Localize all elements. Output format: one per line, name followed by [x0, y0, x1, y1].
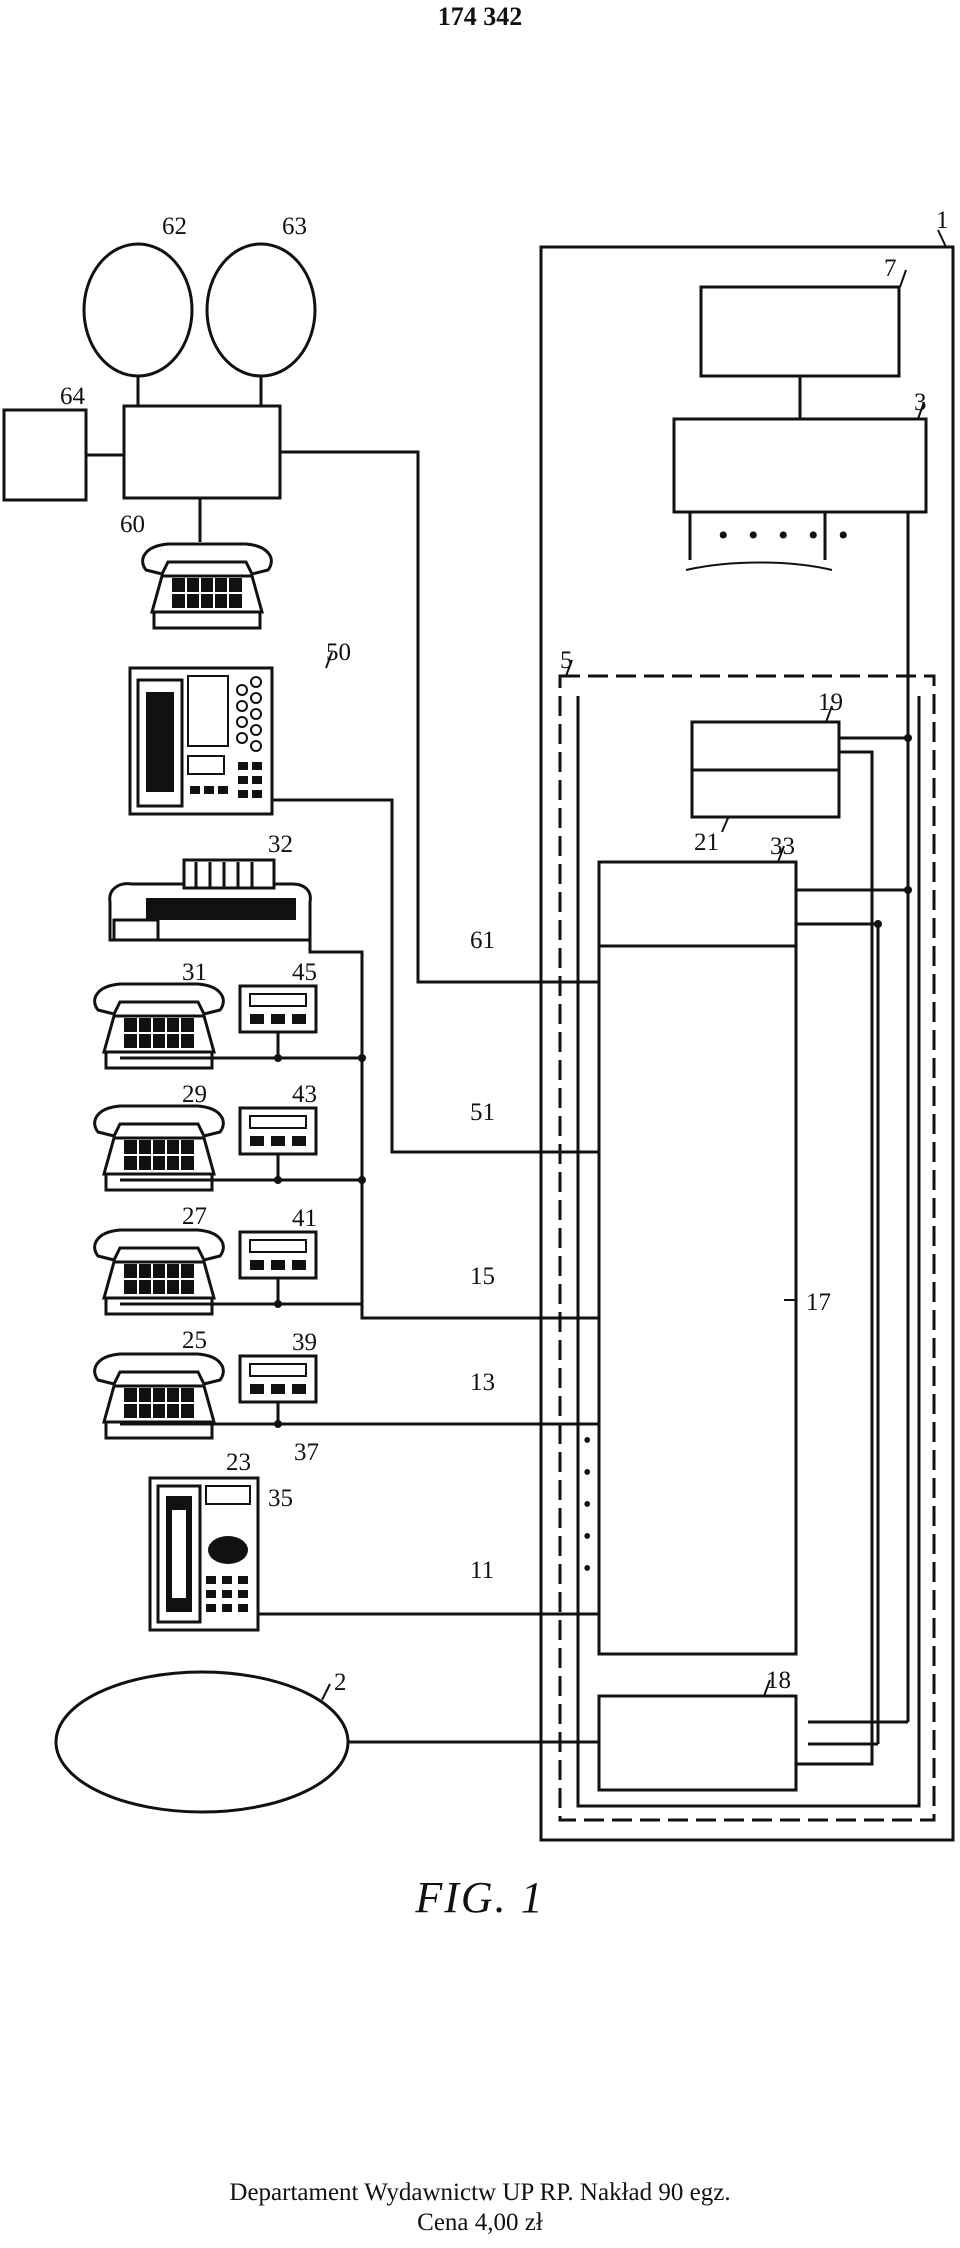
block-3: [672, 417, 928, 514]
display-39-icon: [238, 1354, 318, 1404]
line-61: [280, 450, 599, 984]
label-17: 17: [806, 1289, 831, 1316]
label-23: 23: [226, 1449, 251, 1476]
footer-price: Cena 4,00 zł: [417, 2209, 543, 2236]
label-5: 5: [560, 647, 573, 674]
block-21: [690, 768, 841, 819]
label-1: 1: [936, 207, 949, 234]
label-62: 62: [162, 213, 187, 240]
page-number: 174 342: [437, 2, 523, 31]
block-18: [597, 1694, 798, 1792]
line-15: [120, 940, 599, 1320]
label-2: 2: [334, 1669, 347, 1696]
figure-caption: FIG. 1: [415, 1873, 545, 1922]
label-29: 29: [182, 1081, 207, 1108]
phone-icon: [93, 982, 225, 1070]
system-box: [539, 245, 955, 1842]
label-45: 45: [292, 959, 317, 986]
block-19: [690, 720, 841, 772]
label-32: 32: [268, 831, 293, 858]
label-33: 33: [770, 833, 795, 860]
label-63: 63: [282, 213, 307, 240]
label-43: 43: [292, 1081, 317, 1108]
label-60: 60: [120, 511, 145, 538]
phone-icon: [93, 1104, 225, 1192]
label-61: 61: [470, 927, 495, 954]
block-17: [597, 944, 798, 1656]
controller-60: [122, 404, 282, 500]
block-7: [699, 285, 901, 378]
storage-63: [205, 242, 317, 378]
label-13: 13: [470, 1369, 495, 1396]
svg-text:•: •: [583, 1460, 591, 1486]
label-15: 15: [470, 1263, 495, 1290]
subsystem-box: [558, 674, 936, 1822]
label-19: 19: [818, 689, 843, 716]
label-51: 51: [470, 1099, 495, 1126]
svg-text:•: •: [583, 1492, 591, 1518]
label-50: 50: [326, 639, 351, 666]
inner-border: [576, 696, 921, 1808]
label-18: 18: [766, 1667, 791, 1694]
label-35: 35: [268, 1485, 293, 1512]
label-27: 27: [182, 1203, 207, 1230]
printer-32: [108, 858, 312, 942]
label-11: 11: [470, 1557, 494, 1584]
phone-icon: [141, 542, 273, 630]
label-37: 37: [294, 1439, 319, 1466]
network-2: [54, 1670, 350, 1814]
label-7: 7: [884, 255, 897, 282]
device-64: [2, 408, 88, 502]
label-41: 41: [292, 1205, 317, 1232]
svg-text:•: •: [583, 1524, 591, 1550]
desk-phone-23: [148, 1476, 260, 1632]
svg-text:•: •: [583, 1428, 591, 1454]
footer-publisher: Departament Wydawnictw UP RP. Nakład 90 …: [229, 2179, 731, 2206]
svg-text:•: •: [583, 1556, 591, 1582]
label-64: 64: [60, 383, 86, 410]
display-43-icon: [238, 1106, 318, 1156]
phone-icon: [93, 1228, 225, 1316]
display-45-icon: [238, 984, 318, 1034]
label-21: 21: [694, 829, 719, 856]
port-dots: • • • • •: [718, 519, 855, 552]
label-25: 25: [182, 1327, 207, 1354]
label-39: 39: [292, 1329, 317, 1356]
label-31: 31: [182, 959, 207, 986]
storage-62: [82, 242, 194, 378]
control-bus: [796, 512, 910, 1766]
page-footer: Departament Wydawnictw UP RP. Nakład 90 …: [0, 2178, 960, 2238]
block-33: [597, 860, 798, 948]
label-3: 3: [914, 389, 927, 416]
console-50: [128, 666, 274, 816]
line-51: [272, 798, 599, 1154]
display-41-icon: [238, 1230, 318, 1280]
